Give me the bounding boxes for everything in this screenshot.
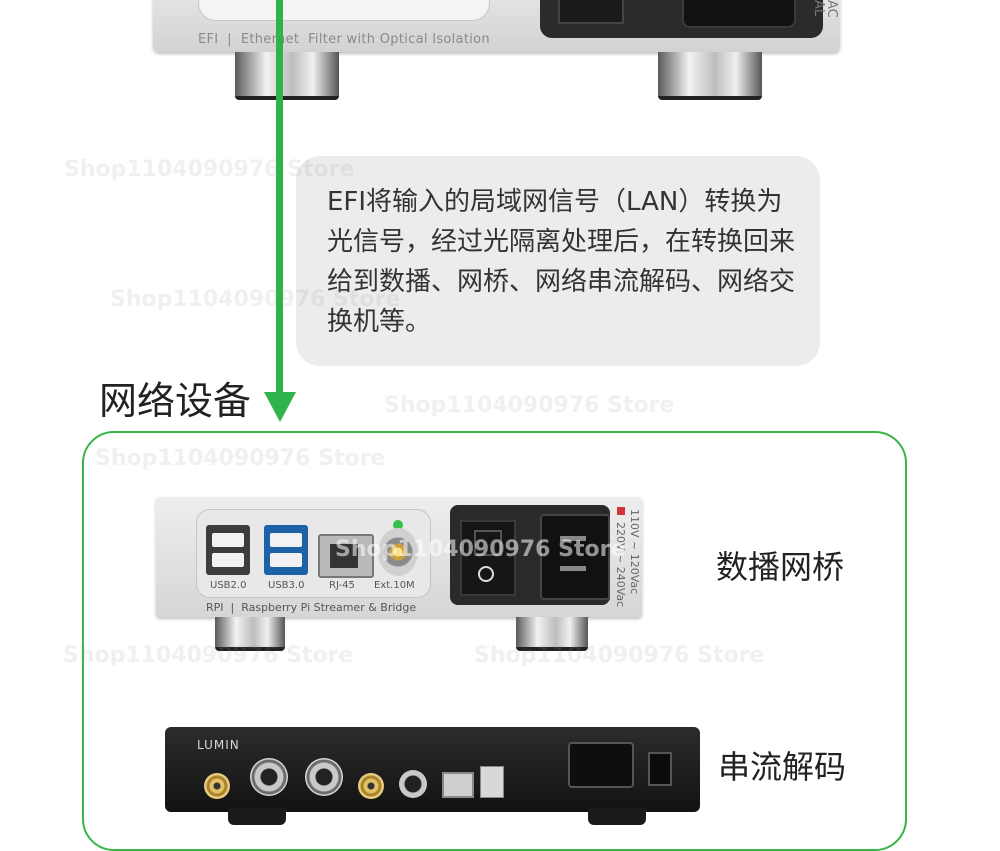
- efi-voltage-text: AC AL: [811, 0, 839, 18]
- usb2-port-icon: [206, 525, 250, 575]
- watermark: Shop1104090976 Store: [384, 393, 675, 418]
- watermark: Shop1104090976 Store: [474, 643, 765, 668]
- lumin-brand: LUMIN: [197, 738, 240, 752]
- watermark: Shop1104090976 Store: [335, 537, 626, 562]
- description-bubble: [296, 156, 820, 366]
- rpi-power-switch: [460, 520, 516, 596]
- efi-device-label: EFI | Ethernet Filter with Optical Isola…: [198, 32, 490, 47]
- rpi-foot-right: [516, 617, 588, 651]
- watermark: Shop1104090976 Store: [110, 287, 401, 312]
- lumin-power-inlet: [568, 742, 634, 788]
- lumin-foot-right: [588, 808, 646, 825]
- rpi-device-label: RPI | Raspberry Pi Streamer & Bridge: [206, 601, 417, 614]
- port-label-usb3: USB3.0: [268, 580, 305, 591]
- bnc-port-icon: [378, 528, 418, 576]
- rpi-voltage-line-1: 110V ~ 120Vac: [628, 509, 641, 595]
- flow-arrow-head: [264, 392, 296, 422]
- efi-front-recess: [198, 0, 490, 21]
- port-label-usb2: USB2.0: [210, 580, 247, 591]
- port-label-rj45: RJ-45: [329, 580, 355, 591]
- efi-foot-left: [235, 52, 339, 100]
- port-label-ext10m: Ext.10M: [374, 580, 415, 591]
- ethernet-port-icon: [442, 772, 474, 798]
- rca-port-icon: [204, 773, 230, 799]
- usb3-port-icon: [264, 525, 308, 575]
- device-name-streamer: 数播网桥: [716, 548, 845, 586]
- lumin-foot-left: [228, 808, 286, 825]
- efi-power-switch: [558, 0, 624, 24]
- section-title: 网络设备: [99, 379, 252, 423]
- efi-power-inlet: [682, 0, 796, 28]
- rpi-voltage-line-2: 220V ~ 240Vac: [614, 522, 627, 608]
- rpi-power-inlet: [540, 514, 610, 600]
- rj45-port-icon: [318, 534, 374, 578]
- rpi-foot-left: [215, 617, 285, 651]
- bnc-port-icon: [399, 770, 427, 798]
- device-name-decoder: 串流解码: [718, 748, 847, 786]
- xlr-port-icon: [305, 758, 343, 796]
- xlr-port-icon: [250, 758, 288, 796]
- usb-port-icon: [480, 766, 504, 798]
- status-led-icon: [393, 520, 403, 530]
- description-text: EFI将输入的局域网信号（LAN）转换为光信号，经过光隔离处理后，在转换回来给到…: [327, 187, 796, 337]
- rpi-indicator-icon: [617, 507, 625, 515]
- watermark: Shop1104090976 Store: [64, 157, 355, 182]
- flow-arrow-line: [276, 0, 283, 400]
- watermark: Shop1104090976 Store: [63, 643, 354, 668]
- lumin-power-switch: [648, 752, 672, 786]
- rca-port-icon: [358, 773, 384, 799]
- watermark: Shop1104090976 Store: [95, 446, 386, 471]
- efi-foot-right: [658, 52, 762, 100]
